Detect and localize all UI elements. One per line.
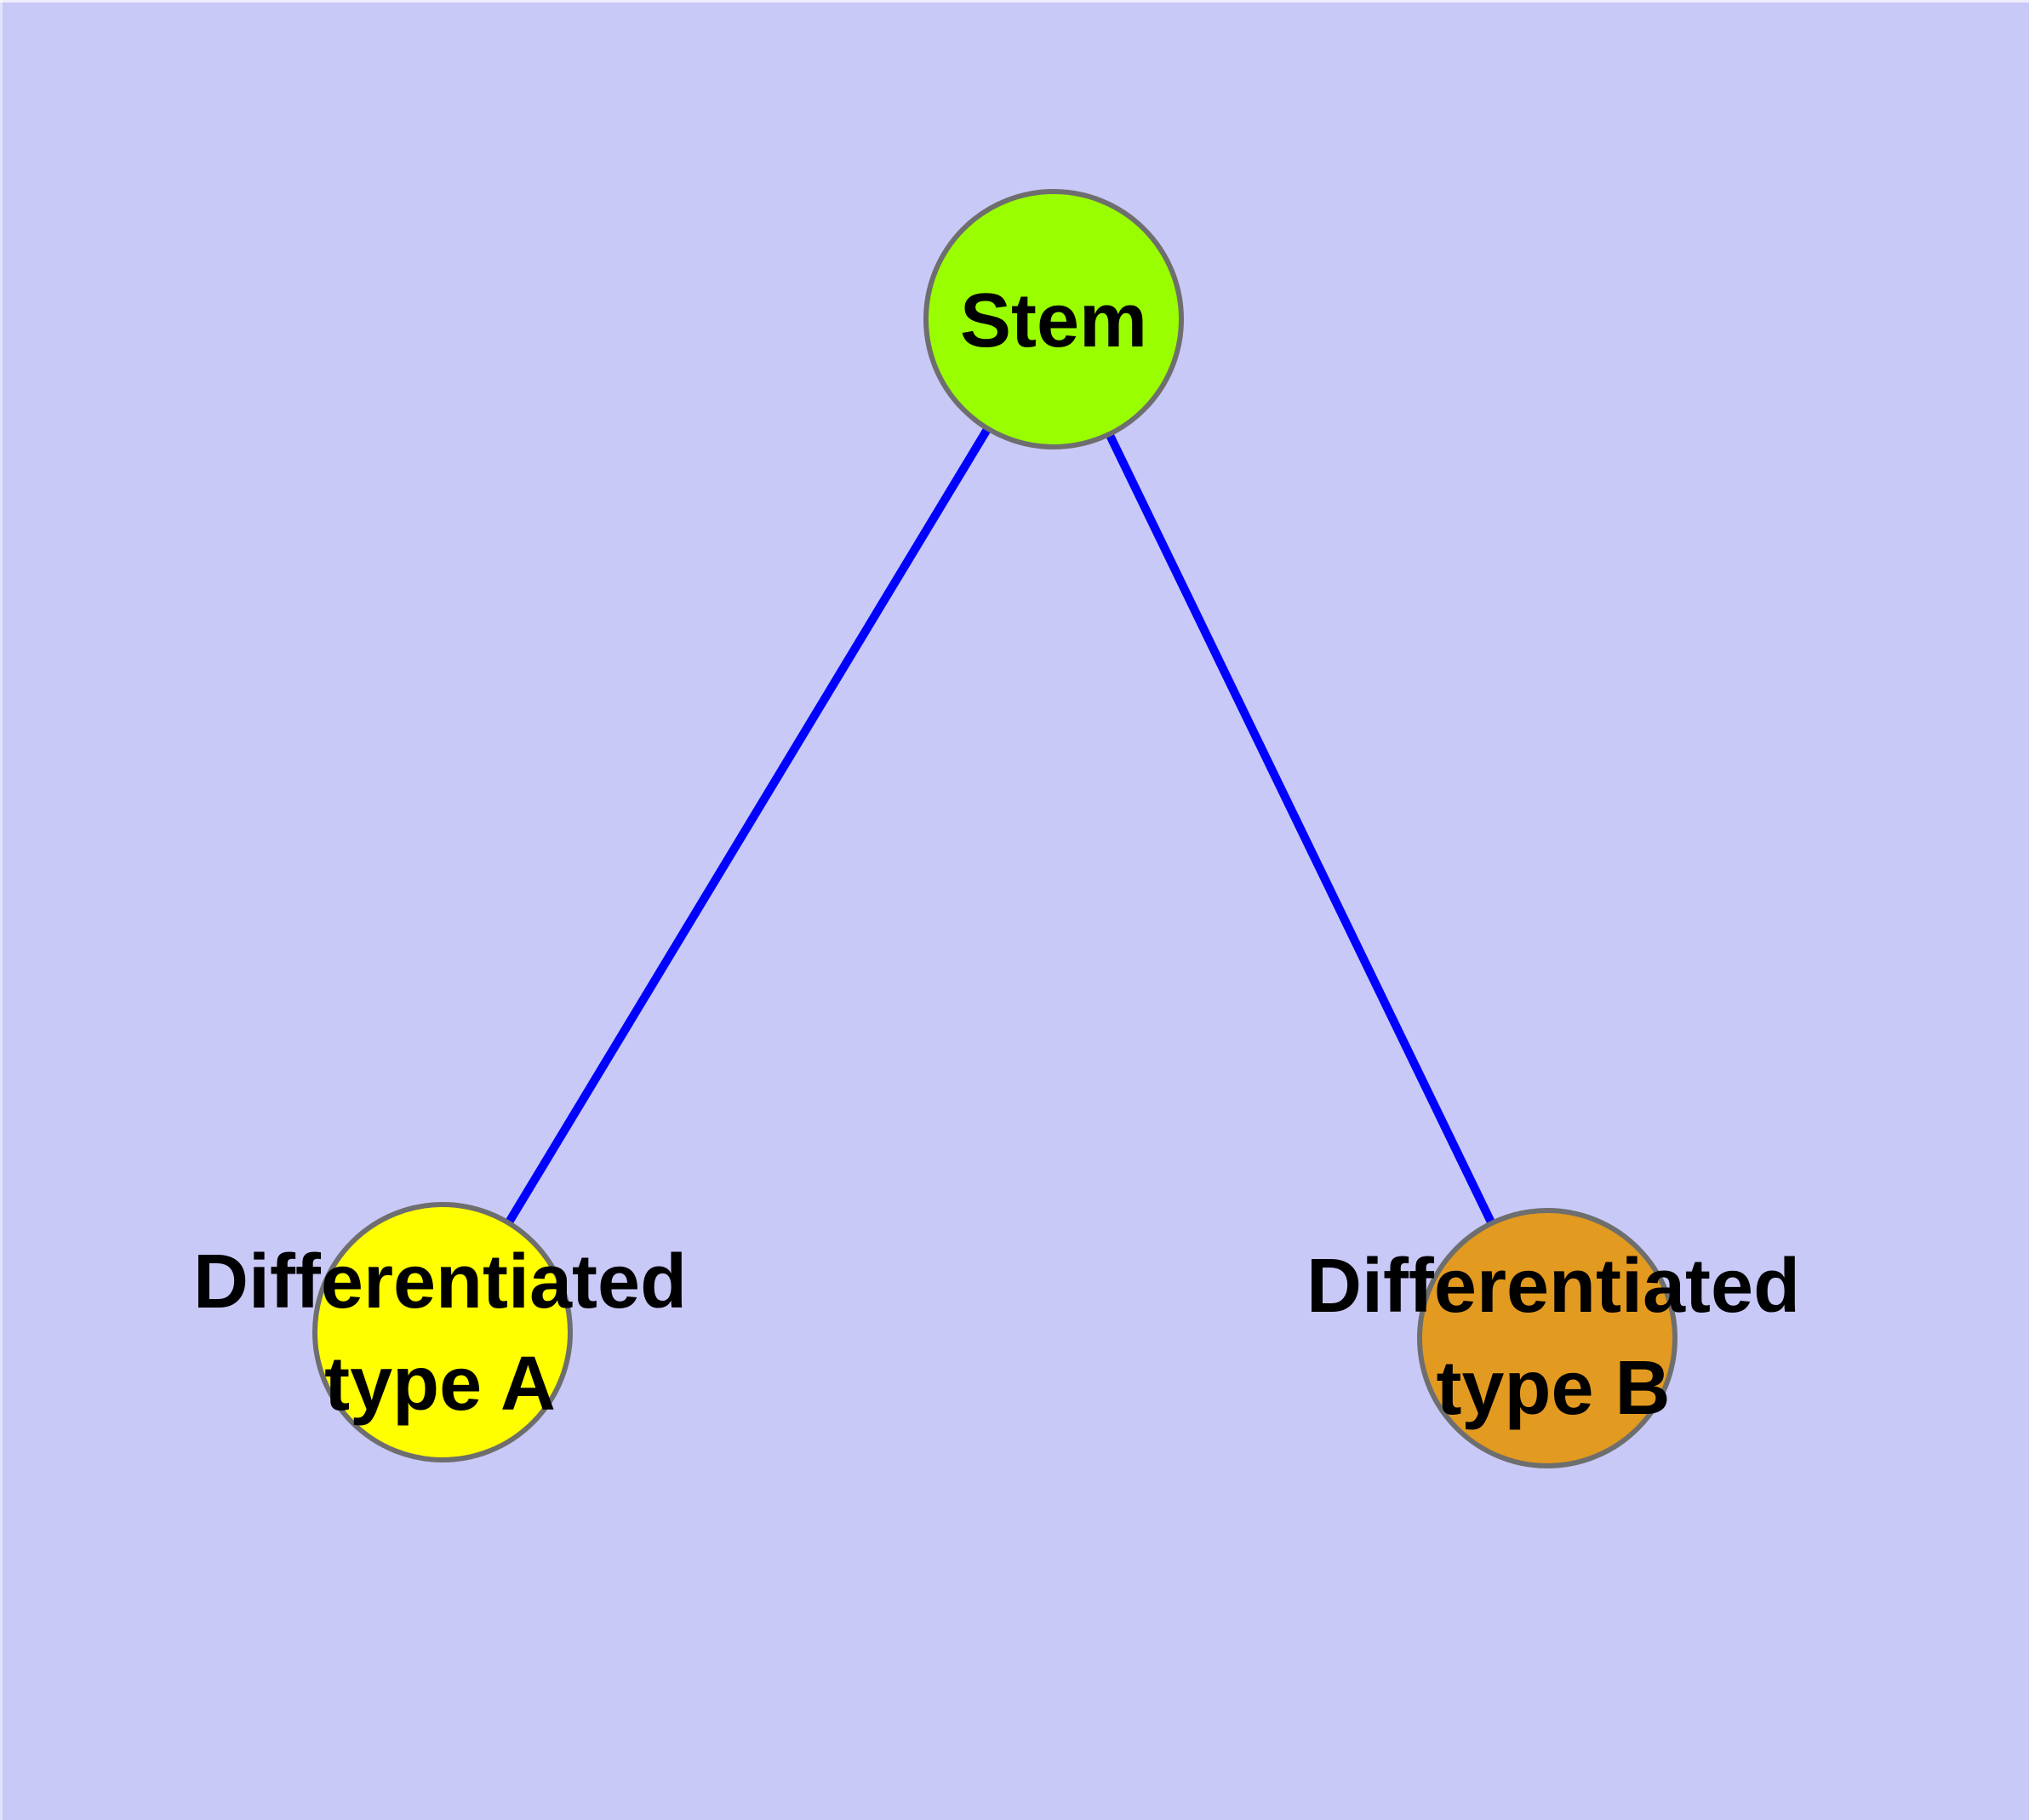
node-differentiated-type-b[interactable] bbox=[1417, 1208, 1677, 1468]
node-differentiated-type-a[interactable] bbox=[312, 1202, 573, 1462]
edge-stem-to-type-b bbox=[1049, 317, 1552, 1341]
edge-stem-to-type-a bbox=[438, 317, 1058, 1335]
node-stem[interactable] bbox=[923, 189, 1184, 449]
